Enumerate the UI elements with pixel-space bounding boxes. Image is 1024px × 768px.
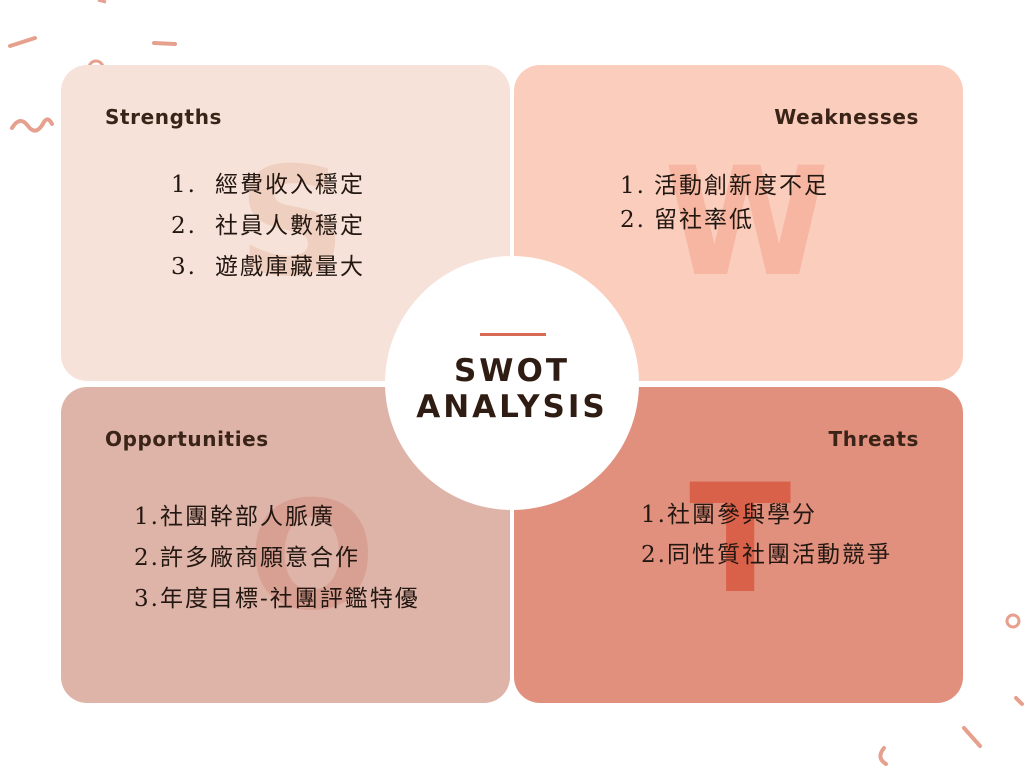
weaknesses-watermark-letter: W: [664, 136, 830, 310]
item-text: 社團幹部人脈廣: [160, 504, 335, 530]
item-text: 社團參與學分: [667, 502, 817, 528]
weaknesses-heading: Weaknesses: [774, 105, 919, 129]
item-text: 社員人數穩定: [215, 213, 365, 239]
threats-heading: Threats: [828, 427, 919, 451]
item-text: 遊戲庫藏量大: [215, 254, 365, 280]
list-item: 2.同性質社團活動競爭: [641, 535, 892, 575]
item-number: 2.: [134, 545, 160, 571]
strengths-watermark-letter: S: [238, 136, 347, 310]
item-number: 2.: [641, 542, 667, 568]
strengths-list: 1. 經費收入穩定 2. 社員人數穩定 3. 遊戲庫藏量大: [171, 165, 365, 288]
item-number: 1.: [641, 502, 667, 528]
item-number: 2.: [171, 213, 197, 239]
item-text: 經費收入穩定: [215, 172, 365, 198]
item-number: 1.: [134, 504, 160, 530]
list-item: 2. 留社率低: [620, 200, 829, 234]
item-number: 1.: [620, 173, 646, 199]
item-text: 年度目標-社團評鑑特優: [160, 586, 420, 612]
center-title-line2: ANALYSIS: [416, 389, 608, 425]
item-text: 許多廠商願意合作: [160, 545, 360, 571]
opportunities-list: 1.社團幹部人脈廣 2.許多廠商願意合作 3.年度目標-社團評鑑特優: [134, 497, 420, 620]
list-item: 3. 遊戲庫藏量大: [171, 247, 365, 288]
list-item: 3.年度目標-社團評鑑特優: [134, 579, 420, 620]
list-item: 1.社團參與學分: [641, 495, 892, 535]
list-item: 1.社團幹部人脈廣: [134, 497, 420, 538]
item-number: 1.: [171, 172, 197, 198]
item-number: 3.: [134, 586, 160, 612]
center-title-line1: SWOT: [453, 353, 571, 389]
strengths-heading: Strengths: [105, 105, 223, 129]
weaknesses-list: 1. 活動創新度不足 2. 留社率低: [620, 166, 829, 234]
list-item: 2. 社員人數穩定: [171, 206, 365, 247]
item-text: 同性質社團活動競爭: [667, 542, 892, 568]
item-text: 留社率低: [654, 207, 754, 233]
list-item: 2.許多廠商願意合作: [134, 538, 420, 579]
list-item: 1. 經費收入穩定: [171, 165, 365, 206]
threats-list: 1.社團參與學分 2.同性質社團活動競爭: [641, 495, 892, 575]
weaknesses-quadrant: W Weaknesses 1. 活動創新度不足 2. 留社率低: [514, 65, 963, 381]
item-number: 3.: [171, 254, 197, 280]
accent-line: [480, 333, 546, 336]
list-item: 1. 活動創新度不足: [620, 166, 829, 200]
item-text: 活動創新度不足: [654, 173, 829, 199]
opportunities-watermark-letter: O: [248, 470, 376, 644]
item-number: 2.: [620, 207, 646, 233]
threats-watermark-letter: T: [689, 453, 792, 627]
opportunities-heading: Opportunities: [105, 427, 269, 451]
center-title-circle: SWOT ANALYSIS: [385, 256, 639, 510]
